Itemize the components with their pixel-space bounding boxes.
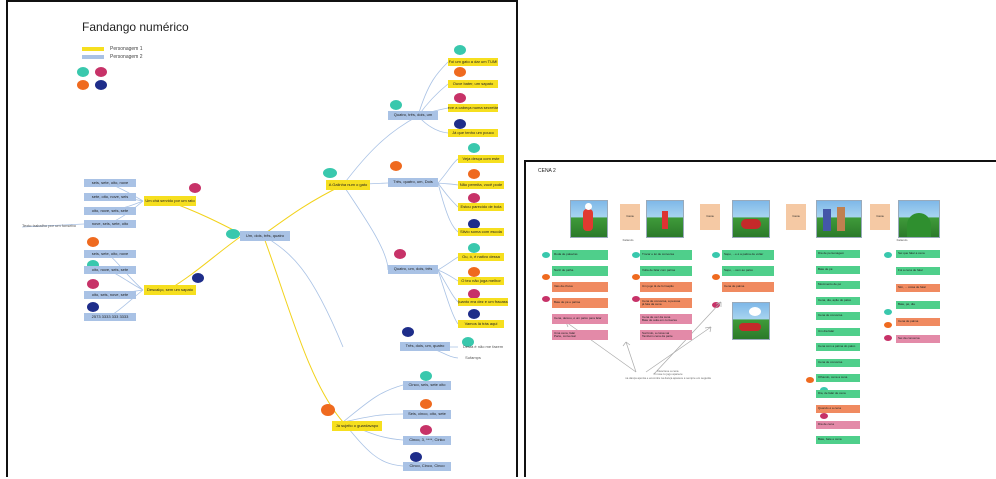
storyboard-card[interactable]: Sim, ... coisa de falar: [896, 284, 940, 292]
storyboard-card[interactable]: Dia de personagem: [816, 250, 860, 258]
branch-node[interactable]: Quatro, um, dois, três: [388, 265, 438, 274]
storyboard-card[interactable]: Bate, pé, dia: [896, 301, 940, 309]
storyboard-card[interactable]: Bate de pé e palma: [552, 298, 608, 308]
scene-image-5[interactable]: [898, 200, 940, 238]
storyboard-card[interactable]: Sei que falar a cena: [896, 250, 940, 258]
side-note: Texto trabalho por um fonsebo: [21, 223, 77, 229]
scene-label: Cena: [786, 204, 806, 230]
leaf-node[interactable]: Silvio soma com escola: [458, 228, 504, 236]
legend-label: Personagem 1: [110, 46, 143, 52]
scene-label: Cena: [870, 204, 890, 230]
leaf-node[interactable]: Estou parecido de bola: [458, 203, 504, 211]
subnote: Sufamps: [465, 355, 481, 361]
scene-image-4[interactable]: [816, 200, 862, 238]
left-node[interactable]: oito, seis, nove, sete: [84, 291, 136, 299]
leaf-node[interactable]: Não permita, você pode: [458, 181, 504, 189]
col-header: Falando: [622, 238, 634, 243]
leaf-node[interactable]: Vamos lá trás aqui: [458, 320, 504, 328]
leaf-node[interactable]: O teu não joga melhor: [458, 277, 504, 285]
storyboard-card[interactable]: Cena, deixou, é um palco para falar: [552, 314, 608, 324]
leaf-node[interactable]: Deve a cabeça numa secretária: [448, 104, 498, 112]
legend-label: Personagem 2: [110, 54, 143, 60]
col-header: Falando: [896, 238, 908, 243]
scene-image-6[interactable]: [732, 302, 770, 340]
storyboard-card[interactable]: Cena de palma: [896, 318, 940, 326]
storyboard-card[interactable]: Dia de cena: [816, 420, 860, 429]
storyboard-bubbles: [542, 252, 892, 419]
leaf-node[interactable]: Ouve bater, um sapato: [448, 80, 498, 88]
branch-node[interactable]: Quatro, três, dois, um: [388, 111, 438, 120]
storyboard-card[interactable]: Cena de conversa: [816, 358, 860, 367]
branch-node[interactable]: Três, dois, um, quatro: [400, 342, 450, 351]
storyboard-card[interactable]: Sei da conversa: [896, 335, 940, 343]
branch-node[interactable]: Cinco, seis, sete oito: [403, 381, 451, 390]
storyboard-card[interactable]: Cena com a palma do palco: [816, 343, 860, 351]
legend-swatch: [82, 55, 104, 59]
left-node[interactable]: nove, seis, sete, oito: [84, 220, 136, 228]
legend-item-personagem-2: Personagem 2: [82, 54, 143, 60]
yellow-node-guardavapo[interactable]: Já sujeito o guardavapo: [332, 421, 382, 431]
arrow-note: Descreve a cena O nose tu jogo aparece n…: [625, 369, 711, 380]
scene-image-2[interactable]: [646, 200, 684, 238]
left-node[interactable]: seis, sete, oito, nove: [84, 250, 136, 258]
storyboard-card[interactable]: Vais da chuva: [552, 282, 608, 292]
storyboard-card[interactable]: Cena de vez da cena Bate de aula em conv…: [640, 314, 692, 324]
board-title: Fandango numérico: [82, 20, 189, 34]
storyboard-card[interactable]: Sapo, ...vem ao palco: [722, 266, 774, 276]
leaf-node[interactable]: Quanto era dez e um fracasso: [458, 298, 508, 306]
branch-node[interactable]: Cinco, 3, ****, Cinko: [403, 436, 451, 445]
yellow-node-gato[interactable]: A Galinha num o gato: [326, 180, 370, 190]
leaf-node[interactable]: Veja desça com este: [458, 155, 504, 163]
yellow-node-sapato[interactable]: Descalço, sem um sapato: [144, 285, 196, 295]
storyboard-card[interactable]: Olhando, cena a cena: [816, 374, 860, 382]
storyboard-card[interactable]: Roda de palavras: [552, 250, 608, 260]
leaf-node[interactable]: Ou, ó, é nativo dessa: [458, 253, 504, 261]
storyboard: CENA 2 Cena Cena Cena Cena Falando Falan…: [524, 160, 996, 477]
storyboard-card[interactable]: Trocar e lei de conversa: [640, 250, 692, 260]
legend-item-personagem-1: Personagem 1: [82, 46, 143, 52]
left-node[interactable]: sete, oito, nove, seis: [84, 193, 136, 201]
yellow-node-rato[interactable]: Um chá servido por um rato: [144, 196, 196, 206]
scene-label: Cena: [620, 204, 640, 230]
storyboard-card[interactable]: Cena de palma: [722, 282, 774, 292]
storyboard-card[interactable]: Um dia falar: [816, 327, 860, 336]
storyboard-card[interactable]: Quando é a cena: [816, 405, 860, 413]
scene-image-3[interactable]: [732, 200, 770, 238]
storyboard-card[interactable]: Bate de pé: [816, 265, 860, 274]
storyboard-card[interactable]: Dia, de falar de cena: [816, 389, 860, 398]
left-node[interactable]: 2573 3333 333 3333: [84, 313, 136, 321]
legend-bubbles: [77, 67, 107, 90]
storyboard-card[interactable]: Volta de falar com palma: [640, 266, 692, 276]
storyboard-title: CENA 2: [538, 168, 556, 174]
storyboard-card[interactable]: Um jogo lá de formação: [640, 282, 692, 292]
storyboard-card[interactable]: Cena, dia, ação do palco: [816, 296, 860, 305]
left-node[interactable]: seis, sete, oito, nove: [84, 179, 136, 187]
storyboard-card[interactable]: Foi a cena de falar: [896, 267, 940, 275]
scene-label: Cena: [700, 204, 720, 230]
storyboard-card[interactable]: Uma cena, falar Parte, conversar: [552, 330, 608, 340]
left-node[interactable]: oito, nove, seis, sete: [84, 266, 136, 274]
storyboard-card[interactable]: Bate, bate e cena: [816, 436, 860, 444]
leaf-node[interactable]: Foi um gato a dar um TUM!: [448, 58, 498, 66]
branch-node[interactable]: Três, quatro, um, Dois: [388, 178, 438, 187]
branch-node[interactable]: Cinco, Cinco, Cinco: [403, 462, 451, 471]
storyboard-card[interactable]: Movimento de pé: [816, 281, 860, 289]
branch-node[interactable]: Seis, cinco, oito, sete: [403, 410, 451, 419]
legend-swatch: [82, 47, 104, 51]
mindmap-board: Fandango numérico Personagem 1 Personage…: [6, 0, 518, 477]
leaf-node[interactable]: Já que tenho um pouco: [448, 129, 498, 137]
storyboard-card[interactable]: Cena de conversa, a pessoa já fala da ce…: [640, 298, 692, 308]
left-node[interactable]: oito, nove, seis, sete: [84, 207, 136, 215]
storyboard-card[interactable]: Cena de conversa: [816, 312, 860, 320]
center-node[interactable]: Um, dois, três, quatro: [240, 231, 290, 241]
map-bubbles: [87, 45, 480, 462]
storyboard-card[interactable]: Sorrindo, a coisa vai Também cena da par…: [640, 330, 692, 340]
storyboard-card[interactable]: Sapo, ...e é a palma de voltar: [722, 250, 774, 260]
scene-image-1[interactable]: [570, 200, 608, 238]
plain-note: Desta é não me fazem: [462, 344, 504, 350]
storyboard-card[interactable]: Nariz de palha: [552, 266, 608, 276]
